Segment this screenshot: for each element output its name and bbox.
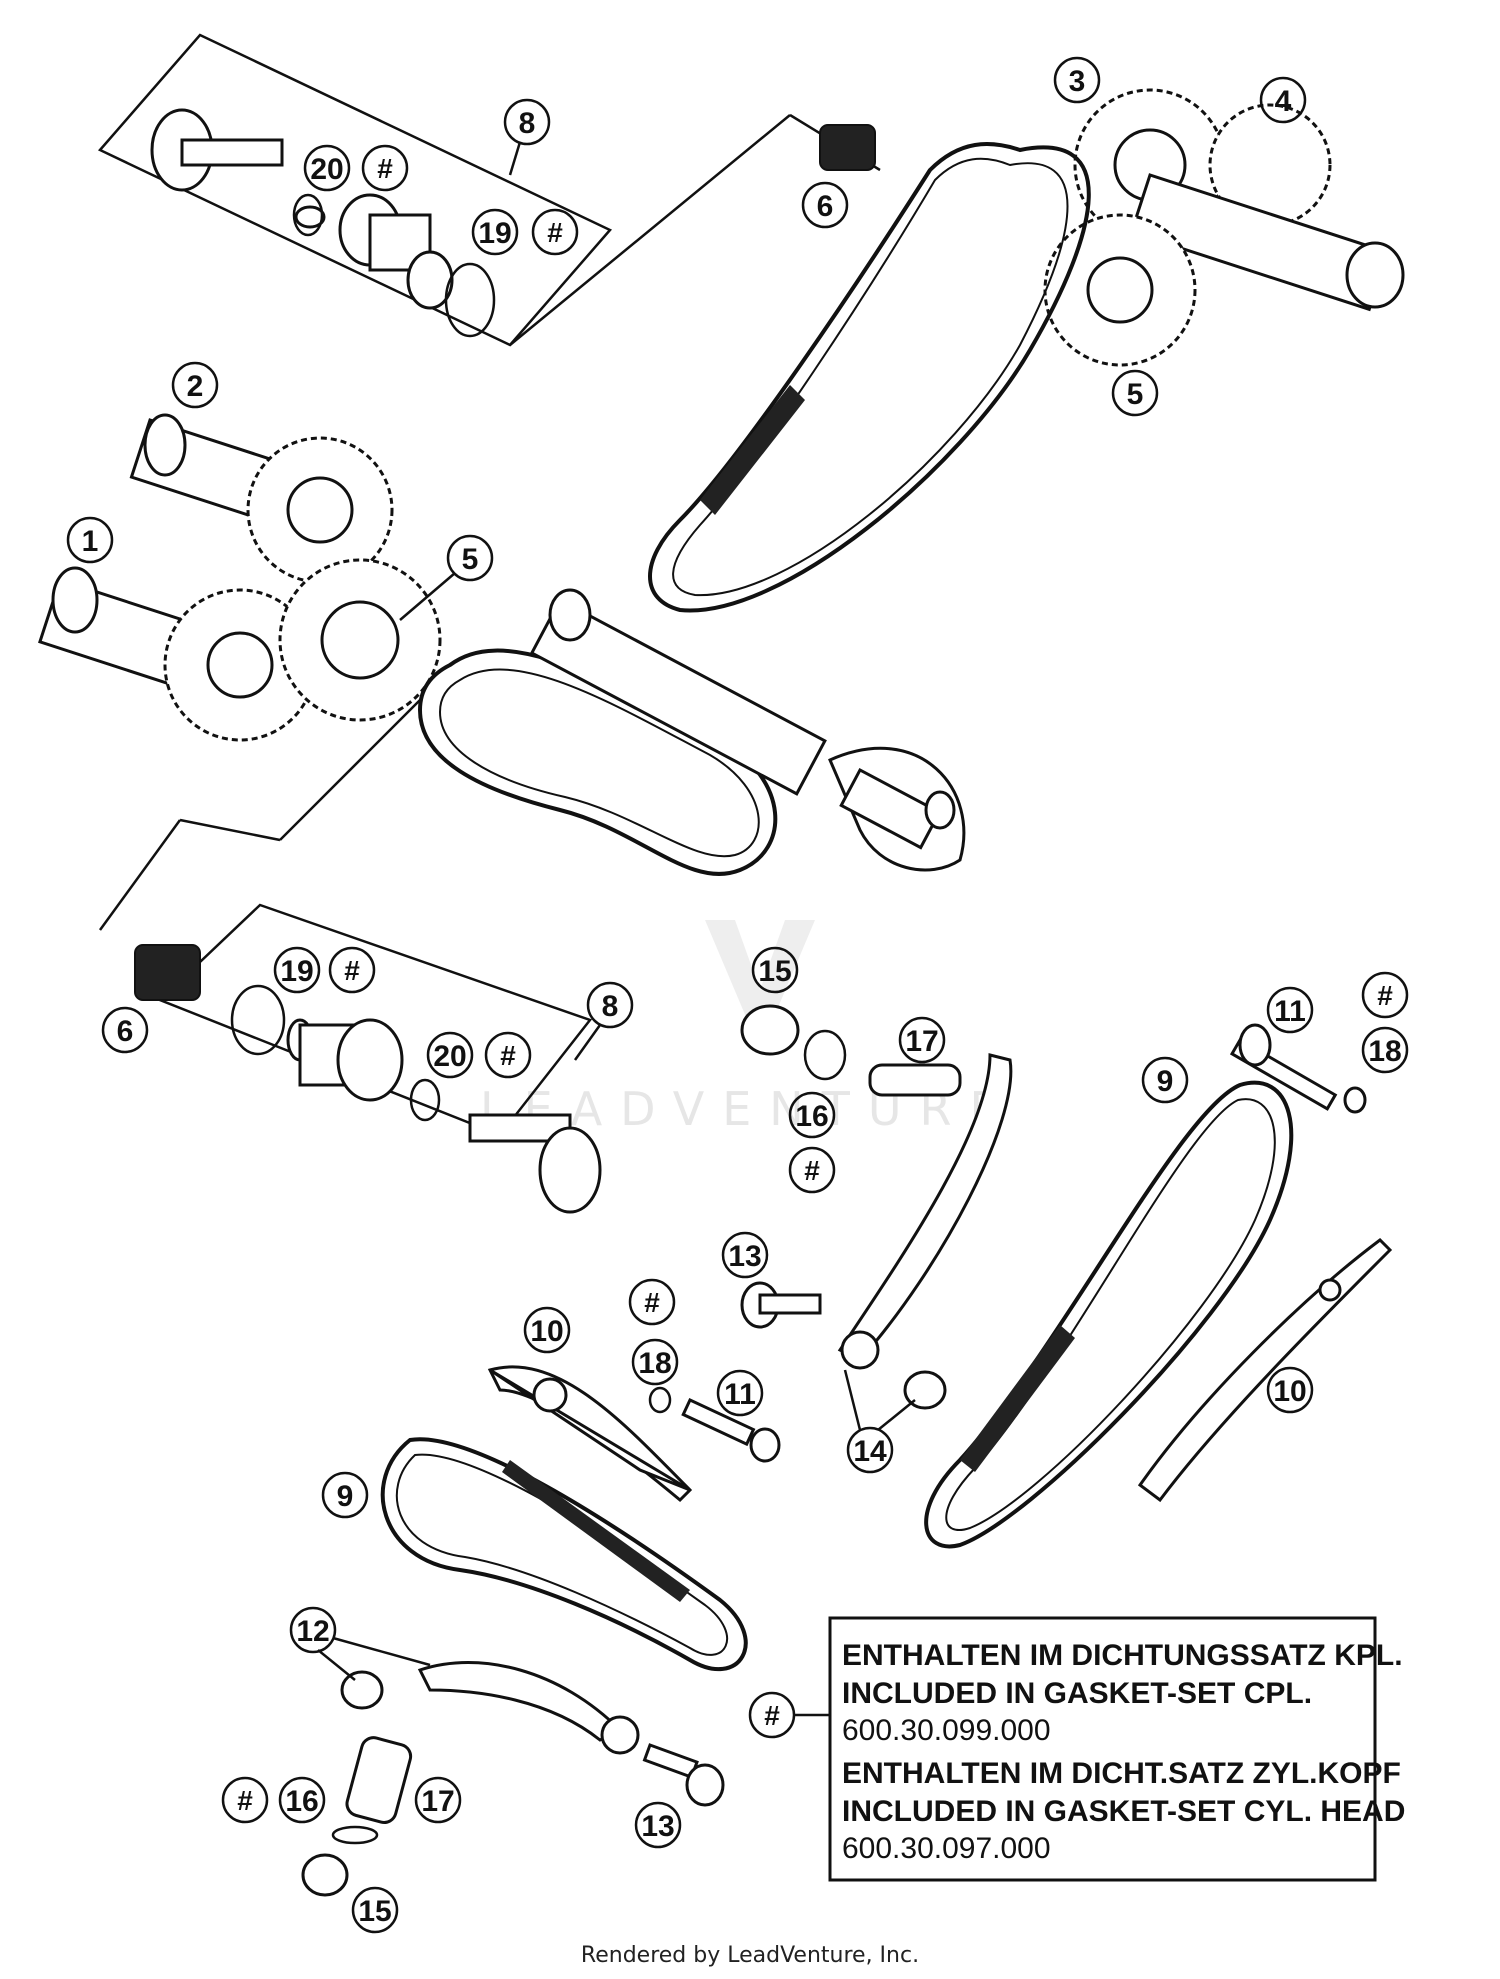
callout-hash-4: # (500, 1040, 516, 1071)
callout-17-upper: 17 (905, 1025, 938, 1058)
kit-box-upper (97, 33, 881, 347)
legend-hash: # (764, 1700, 780, 1731)
callout-hash-3: # (344, 955, 360, 986)
callout-14: 14 (853, 1435, 887, 1468)
callout-10-left: 10 (530, 1315, 563, 1348)
timing-chain-upper (648, 142, 1091, 613)
callout-9-left: 9 (337, 1480, 354, 1513)
callout-17-lower: 17 (421, 1785, 454, 1818)
callout-10-right: 10 (1273, 1375, 1306, 1408)
callout-15-upper: 15 (758, 955, 791, 988)
camshaft-middle (38, 413, 442, 931)
callout-hash-7: # (644, 1287, 660, 1318)
callout-11-right: 11 (1274, 995, 1306, 1028)
callout-3: 3 (1069, 65, 1086, 98)
callout-18-middle: 18 (638, 1347, 671, 1380)
legend-line-3: ENTHALTEN IM DICHT.SATZ ZYL.KOPF (842, 1757, 1401, 1790)
footer-credit: Rendered by LeadVenture, Inc. (581, 1943, 919, 1968)
callout-5-upper: 5 (1127, 378, 1144, 411)
callout-6-lower: 6 (117, 1015, 134, 1048)
legend-code-2: 600.30.097.000 (842, 1832, 1051, 1865)
callout-6-upper: 6 (817, 190, 834, 223)
callout-2: 2 (187, 370, 204, 403)
needle-bearing-upper (819, 124, 876, 171)
callout-4: 4 (1275, 85, 1292, 118)
callout-13-lower: 13 (641, 1810, 674, 1843)
legend-code-1: 600.30.099.000 (842, 1714, 1051, 1747)
callout-hash-2: # (547, 217, 563, 248)
callout-20-upper: 20 (310, 153, 343, 186)
callout-16-lower: 16 (285, 1785, 318, 1818)
callout-8-upper: 8 (519, 107, 536, 140)
callout-hash-5: # (804, 1155, 820, 1186)
callout-19-upper: 19 (478, 217, 511, 250)
needle-bearing-lower (134, 944, 201, 1001)
callout-19-lower: 19 (280, 955, 313, 988)
callout-16-upper: 16 (795, 1100, 828, 1133)
callout-hash-6: # (1377, 980, 1393, 1011)
legend-line-4: INCLUDED IN GASKET-SET CYL. HEAD (842, 1795, 1405, 1828)
callout-5-middle: 5 (462, 543, 479, 576)
callout-18-right: 18 (1368, 1035, 1401, 1068)
callout-1: 1 (82, 525, 99, 558)
kit-box-lower (134, 903, 602, 1214)
callout-15-lower: 15 (358, 1895, 391, 1928)
callout-12: 12 (296, 1615, 329, 1648)
callout-hash-1: # (377, 153, 393, 184)
crankshaft (417, 588, 966, 877)
callouts: 8 20 # 19 # 6 3 4 5 2 1 5 6 (66, 56, 1409, 1934)
callout-8-lower: 8 (602, 990, 619, 1023)
camshaft-upper (819, 88, 1405, 367)
callout-13-middle: 13 (728, 1240, 761, 1273)
legend-line-1: ENTHALTEN IM DICHTUNGSSATZ KPL. (842, 1639, 1403, 1672)
callout-hash-8: # (237, 1785, 253, 1816)
legend-box: ENTHALTEN IM DICHTUNGSSATZ KPL. INCLUDED… (828, 1616, 1405, 1882)
callout-11-middle: 11 (724, 1378, 756, 1411)
legend-line-2: INCLUDED IN GASKET-SET CPL. (842, 1677, 1312, 1710)
callout-20-lower: 20 (433, 1040, 466, 1073)
tensioner-assembly (301, 1004, 1393, 1897)
callout-9-right: 9 (1157, 1065, 1174, 1098)
